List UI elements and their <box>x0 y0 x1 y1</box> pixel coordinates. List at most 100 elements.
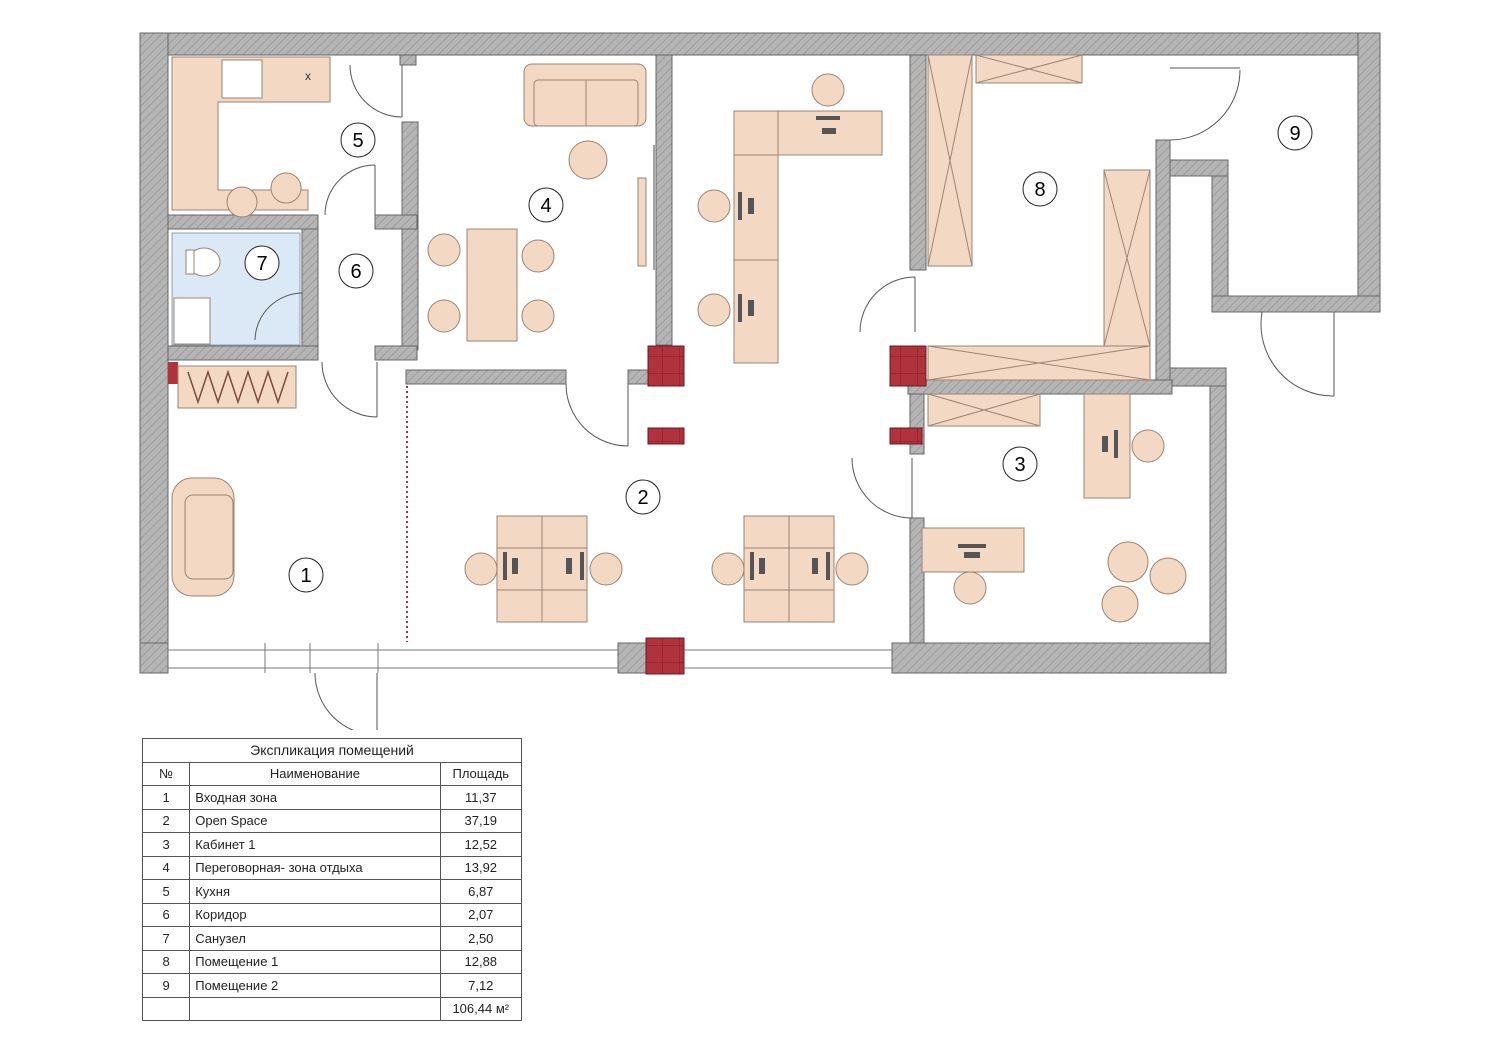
outer-wall-left <box>139 32 169 674</box>
chair <box>711 552 745 586</box>
wall-room4-bottom <box>405 369 567 385</box>
cell-name: Помещение 1 <box>189 949 441 974</box>
room-number: 4 <box>540 195 551 217</box>
table-header-row: № Наименование Площадь <box>141 761 523 786</box>
columns <box>168 345 927 675</box>
cell-area: 2,50 <box>439 926 523 951</box>
room-number: 8 <box>1034 179 1045 201</box>
outer-wall-bottom-left <box>139 642 169 674</box>
table-total-row: 106,44 м² <box>141 996 523 1021</box>
floor-plan: x 1 2 3 4 5 6 7 8 9 <box>139 32 1381 730</box>
cell-area: 2,07 <box>439 902 523 927</box>
column <box>647 345 685 387</box>
cell-area: 13,92 <box>439 855 523 880</box>
room-number: 3 <box>1014 454 1025 476</box>
room-label-4: 4 <box>528 187 564 223</box>
cell-name: Помещение 2 <box>189 973 441 998</box>
meeting-table <box>466 228 518 342</box>
cell-num: 5 <box>141 879 191 904</box>
room-label-7: 7 <box>244 245 280 281</box>
cell-num: 9 <box>141 973 191 998</box>
cell-area: 6,87 <box>439 879 523 904</box>
chair <box>464 552 498 586</box>
room-number: 7 <box>256 253 267 275</box>
cell-area: 7,12 <box>439 973 523 998</box>
kitchen-appliance-marker: x <box>305 69 311 83</box>
wall-kitchen-stub <box>399 54 417 66</box>
wall-niche-bottom <box>1211 295 1381 313</box>
computer-icons <box>503 116 1118 580</box>
wall-room8-bottom <box>907 379 1173 395</box>
cell-area: 12,88 <box>439 949 523 974</box>
cell-num: 4 <box>141 855 191 880</box>
room-label-5: 5 <box>340 122 376 158</box>
door-kitchen-swing <box>349 64 403 118</box>
coffee-table <box>568 140 608 180</box>
room-label-9: 9 <box>1277 115 1313 151</box>
armchair <box>1149 557 1187 595</box>
cell-name: Переговорная- зона отдыха <box>189 855 441 880</box>
stool <box>270 172 302 204</box>
room-label-2: 2 <box>625 479 661 515</box>
room-number: 1 <box>300 565 311 587</box>
desk <box>733 110 779 364</box>
chair <box>697 293 731 327</box>
header-area: Площадь <box>439 761 523 786</box>
kitchen-counter <box>171 56 331 211</box>
outer-wall-bottom-right <box>891 642 1227 674</box>
column <box>889 427 923 445</box>
column <box>168 362 178 384</box>
sink-icon <box>221 59 263 99</box>
wall-bath-right <box>301 228 319 347</box>
cell-area: 11,37 <box>439 785 523 810</box>
armchair <box>1107 541 1149 583</box>
cell-num: 6 <box>141 902 191 927</box>
cell-num: 7 <box>141 926 191 951</box>
cell-num: 8 <box>141 949 191 974</box>
tv-icon <box>637 177 647 267</box>
cell-name: Кабинет 1 <box>189 832 441 857</box>
chair <box>1131 429 1165 463</box>
column <box>645 637 685 675</box>
room-number: 6 <box>350 261 361 283</box>
armchair <box>1101 585 1139 623</box>
explication-table: Экспликация помещений № Наименование Пло… <box>141 738 523 1021</box>
outer-wall-top <box>139 32 1381 56</box>
outer-wall-bottom-mid <box>617 642 649 674</box>
header-num: № <box>141 761 191 786</box>
cell-num: 2 <box>141 808 191 833</box>
outer-wall-right <box>1357 32 1381 309</box>
outer-wall-office-right <box>1209 384 1227 674</box>
column <box>647 427 685 445</box>
wall-niche-left <box>1211 159 1229 309</box>
table-caption-row: Экспликация помещений <box>142 738 522 763</box>
wall-room4-bottom-right <box>627 369 649 385</box>
wall-bath-bottom <box>167 345 319 361</box>
cell-area: 12,52 <box>439 832 523 857</box>
walls <box>139 32 1381 674</box>
room-number: 2 <box>637 487 648 509</box>
wall-corridor-top <box>374 214 418 230</box>
doors <box>254 64 1335 730</box>
cell-name: Санузел <box>189 926 441 951</box>
stool <box>226 186 258 218</box>
chair <box>811 73 845 107</box>
wall-corridor-bottom <box>374 345 418 361</box>
cell-num: 1 <box>141 785 191 810</box>
cell-name: Кухня <box>189 879 441 904</box>
door-corridor-swing <box>324 164 376 216</box>
wall-room8-left <box>909 54 927 271</box>
room-label-8: 8 <box>1022 171 1058 207</box>
wall-room8-right <box>1155 139 1171 387</box>
room-label-3: 3 <box>1002 446 1038 482</box>
room-label-6: 6 <box>338 253 374 289</box>
wall-office3-left <box>909 517 925 644</box>
